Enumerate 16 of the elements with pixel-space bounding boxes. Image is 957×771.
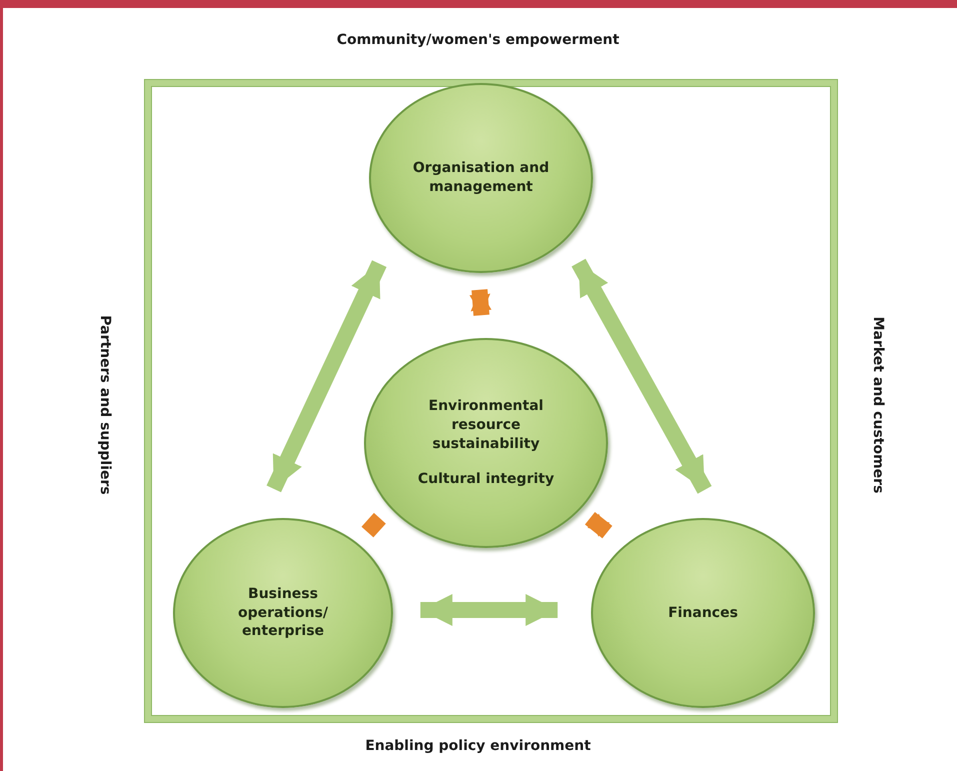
node-title: Business operations/ enterprise — [236, 584, 329, 642]
connector-arrow — [420, 594, 558, 626]
connector-arrow — [572, 258, 712, 494]
connector-arrow — [584, 512, 612, 538]
frame-box — [145, 80, 837, 722]
node-title: Organisation and management — [412, 159, 550, 197]
node-title: Finances — [668, 604, 738, 622]
connector-arrow — [266, 260, 387, 492]
connector-arrow — [362, 512, 386, 538]
side-label: Enabling policy environment — [365, 738, 591, 754]
side-label: Market and customers — [870, 316, 886, 494]
side-label: Partners and suppliers — [97, 315, 113, 495]
connector-arrow — [469, 289, 492, 316]
node-subtitle: Cultural integrity — [418, 470, 554, 489]
node-title: Environmental resource sustainability — [428, 397, 544, 454]
side-label: Community/women's empowerment — [336, 32, 620, 48]
